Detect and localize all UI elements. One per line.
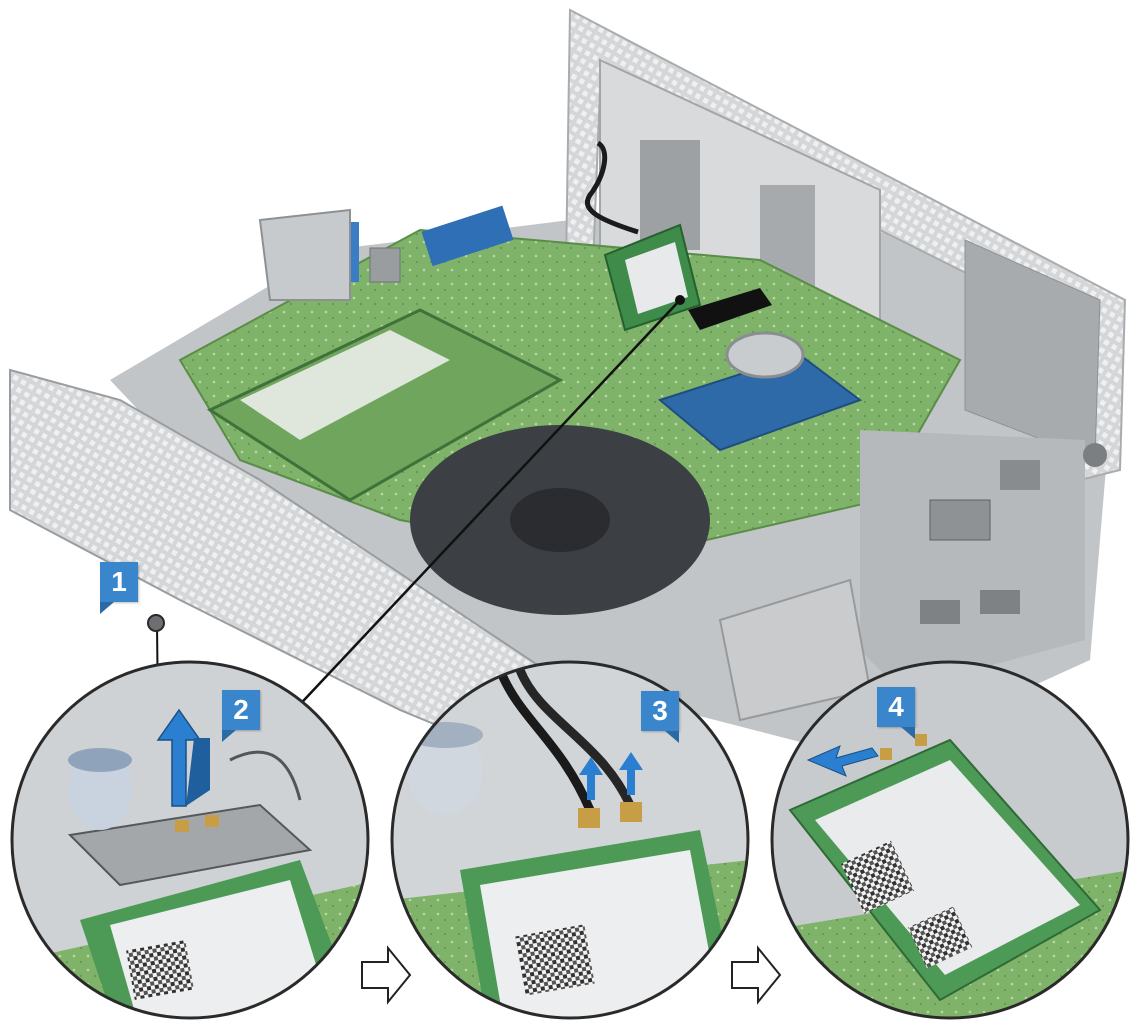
screw [147,614,165,632]
step-arrow-icon [731,945,782,1005]
step-arrow-icon [361,945,412,1005]
capacitor-top [68,748,132,772]
qr-code [515,924,595,996]
antenna-connector [205,815,219,827]
vga-port [929,499,991,541]
usb-port [980,590,1020,614]
antenna-connector [620,802,642,822]
capacitor [407,725,483,815]
callout-leader-dot [675,295,685,305]
qr-code [126,940,194,1000]
coin-battery [725,331,805,379]
memory-label [240,330,450,440]
antenna-connector [880,748,892,760]
step-1-badge: 1 [100,562,138,614]
qr-code [841,840,915,914]
lift-arrow-icon [156,708,210,807]
wlan-bracket [67,803,313,887]
usb-port [369,247,401,283]
antenna-cable [495,668,595,812]
antenna-cable [585,140,639,235]
wlan-card-label [815,760,1080,975]
callout-leader-line [289,299,681,716]
detail-circle-3 [770,660,1130,1020]
detail-circle-2 [390,660,750,1020]
chassis-overview [9,8,1127,782]
detail-circle-1 [10,660,370,1020]
wlan-card-label [625,242,688,314]
fan-hub [510,488,610,552]
memory-module [206,308,564,502]
usb-port [1000,460,1040,490]
antenna-cable [515,668,635,807]
step-2-badge: 2 [222,690,260,742]
step-3-badge: 3 [641,691,679,743]
antenna-connector [578,808,600,828]
slide-arrow-icon [806,745,879,777]
antenna-connector [915,734,927,746]
lift-arrow-icon [579,752,643,800]
blue-connector [421,205,514,267]
io-bracket-left [258,208,351,301]
antenna-connector [175,820,189,832]
rear-io-panel [860,430,1085,690]
qr-code [908,906,973,969]
usb-port [920,600,960,624]
step-4-badge: 4 [877,687,915,739]
m2-slot [688,288,772,330]
audio-jack [1083,443,1107,467]
